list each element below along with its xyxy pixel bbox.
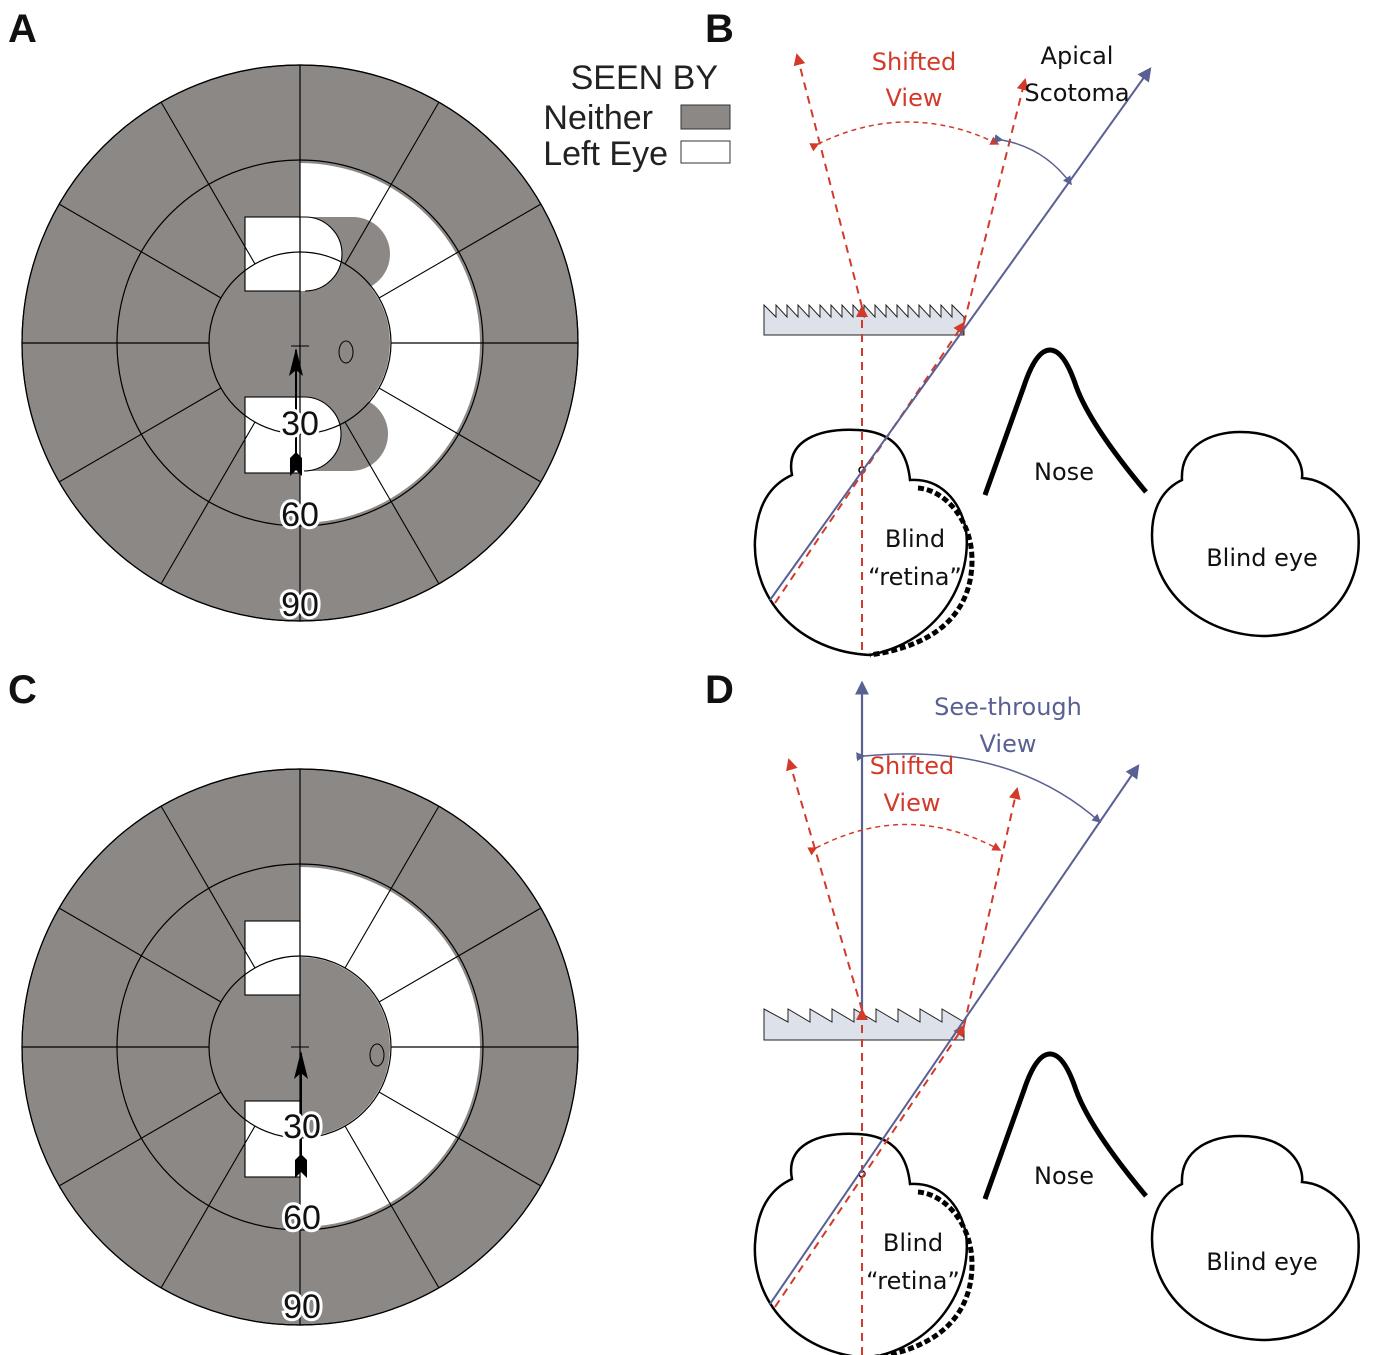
nose-label-b: Nose bbox=[1034, 458, 1094, 486]
panel-d-letter: D bbox=[705, 668, 734, 712]
see-through-view-arc-d bbox=[856, 752, 1102, 823]
shifted-view-arc-d bbox=[807, 823, 1002, 856]
apical-scotoma-label-2: Scotoma bbox=[1024, 79, 1129, 107]
eye-left-d bbox=[753, 1132, 975, 1355]
prism-d bbox=[763, 1008, 965, 1041]
orientation-arrow-head bbox=[289, 348, 303, 376]
patch-lower-outline bbox=[244, 396, 301, 474]
blind-retina-label-d-1: Blind bbox=[883, 1229, 943, 1257]
blind-eye-label-b: Blind eye bbox=[1206, 544, 1318, 572]
apical-scotoma-arc-b bbox=[993, 134, 1072, 186]
nose-outline-d bbox=[982, 1051, 1148, 1200]
ecc-label-60-c: 60 bbox=[283, 1199, 321, 1237]
shifted-view-label-b-1: Shifted bbox=[872, 48, 957, 76]
shift-arc-upper bbox=[300, 216, 343, 292]
blind-eye-label-d: Blind eye bbox=[1206, 1248, 1318, 1276]
ecc-label-30-c: 30 bbox=[283, 1108, 321, 1146]
panel-c: C 30 60 bbox=[8, 668, 579, 1329]
shift-arc-lower bbox=[300, 396, 342, 472]
legend-swatch-left-eye bbox=[680, 140, 731, 164]
visual-field-chart-c: 30 60 90 bbox=[21, 768, 579, 1329]
blind-retina-label-b-1: Blind bbox=[885, 525, 945, 553]
panel-d: D See-through View Shifted View Nose Bli… bbox=[705, 668, 1360, 1355]
blind-retina-label-b-2: “retina” bbox=[868, 563, 962, 591]
legend-title: SEEN BY bbox=[571, 59, 718, 97]
meridian-120 bbox=[160, 101, 256, 265]
legend-label-left-eye: Left Eye bbox=[543, 135, 668, 173]
ecc-label-90-c: 90 bbox=[283, 1288, 321, 1326]
panel-b: B Shifted View Apical Scotoma Nose Blind… bbox=[705, 7, 1360, 658]
meridian-150 bbox=[58, 203, 222, 299]
shifted-ray-left-b bbox=[793, 53, 863, 308]
panel-c-letter: C bbox=[8, 668, 37, 712]
left-eye-patch-upper bbox=[245, 217, 300, 291]
shifted-view-label-b-2: View bbox=[886, 84, 943, 112]
see-through-ray-b bbox=[769, 67, 1152, 601]
meridian-210 bbox=[58, 387, 222, 483]
blind-spot bbox=[338, 340, 354, 364]
meridian-60 bbox=[344, 101, 440, 265]
meridian-330 bbox=[378, 387, 542, 483]
see-through-view-label-2: View bbox=[980, 730, 1037, 758]
shifted-ray-left-d bbox=[786, 758, 863, 1011]
panel-a: A bbox=[8, 7, 579, 627]
oblique-red-ray-d bbox=[774, 1024, 966, 1308]
meridian-240 bbox=[160, 421, 256, 585]
shifted-view-arc-b bbox=[809, 121, 1000, 152]
shifted-view-label-d-1: Shifted bbox=[870, 752, 955, 780]
meridian-300 bbox=[344, 421, 440, 585]
eye-right-d bbox=[1150, 1134, 1360, 1342]
shifted-patch-lower bbox=[300, 397, 341, 471]
shifted-ray-right-d bbox=[963, 787, 1021, 1027]
ecc-label-90: 90 bbox=[281, 586, 319, 624]
oblique-red-ray-b bbox=[774, 321, 966, 604]
see-through-view-label-1: See-through bbox=[934, 693, 1082, 721]
ecc-label-60: 60 bbox=[281, 496, 319, 534]
orientation-arrow-tail bbox=[290, 452, 302, 476]
legend-swatch-neither bbox=[680, 104, 731, 130]
panel-b-letter: B bbox=[705, 7, 734, 51]
shifted-view-label-d-2: View bbox=[884, 789, 941, 817]
legend: SEEN BY Neither Left Eye bbox=[543, 59, 731, 173]
visual-field-chart-a: 30 60 90 bbox=[21, 64, 579, 627]
ecc-label-30: 30 bbox=[281, 405, 319, 443]
nose-outline-b bbox=[982, 347, 1148, 496]
panel-a-letter: A bbox=[8, 7, 37, 51]
blind-retina-label-d-2: “retina” bbox=[866, 1267, 960, 1295]
legend-label-neither: Neither bbox=[543, 99, 653, 137]
eye-left-b bbox=[753, 428, 975, 658]
prism-b bbox=[763, 303, 965, 336]
apical-scotoma-label-1: Apical bbox=[1041, 42, 1114, 70]
see-through-oblique-ray-d bbox=[769, 764, 1140, 1305]
meridian-30 bbox=[378, 203, 542, 299]
nose-label-d: Nose bbox=[1034, 1162, 1094, 1190]
eye-right-b bbox=[1150, 430, 1360, 638]
patch-upper-outline bbox=[244, 216, 301, 292]
